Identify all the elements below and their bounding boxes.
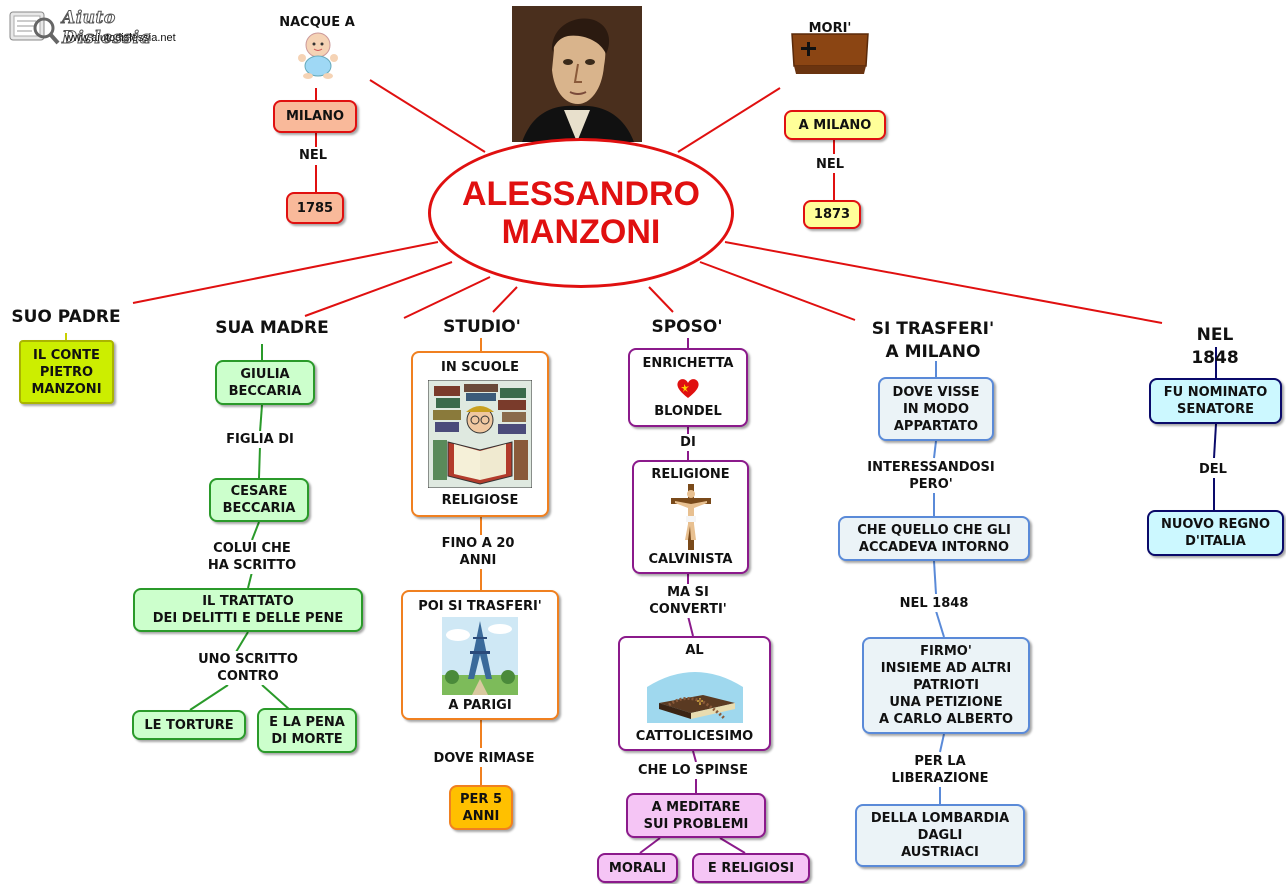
death-link: NEL [815,156,845,173]
books-reader-icon [428,380,532,488]
spouse-link-3: CHE LO SPINSE [637,762,749,779]
mother-box[interactable]: GIULIA BECCARIA [215,360,315,405]
birth-year: 1785 [296,200,334,216]
birth-label: NACQUE A [279,14,355,31]
moved-link-3: PER LA LIBERAZIONE [891,753,989,787]
portrait-icon [512,6,642,142]
paris-city: A PARIGI [448,698,512,713]
moved-link-1: INTERESSANDOSI PERO' [867,459,995,493]
center-title-2: MANZONI [501,213,661,251]
heart-icon [677,378,699,398]
bible-rosary-icon [646,671,743,723]
study-link-1: FINO A 20 ANNI [441,535,515,569]
paris-move: POI SI TRASFERI' [418,599,542,614]
catholic-top: AL [685,643,704,658]
center-title-1: ALESSANDRO [461,175,701,213]
death-year: 1873 [813,207,851,222]
spouse-head: SPOSO' [651,317,723,337]
treatise-title: IL TRATTATO DEI DELITTI E DELLE PENE [152,594,344,626]
y1848-head: NEL 1848 [1191,325,1239,368]
religion-box[interactable]: RELIGIONE CALVINISTA [632,460,749,574]
spouse-last: BLONDEL [654,404,722,419]
mother-head: SUA MADRE [215,318,329,338]
moved-box-1[interactable]: DOVE VISSE IN MODO APPARTATO [878,377,994,441]
death-place-box[interactable]: A MILANO [784,110,886,140]
cesare-name: CESARE BECCARIA [222,484,296,516]
death-penalty-label: E LA PENA DI MORTE [269,714,345,747]
moved-box-3[interactable]: FIRMO' INSIEME AD ALTRI PATRIOTI UNA PET… [862,637,1030,734]
logo-url: www.aiutodislessia.net [65,32,176,44]
father-name: IL CONTE PIETRO MANZONI [31,347,102,397]
logo[interactable]: Aiuto Dislessia www.aiutodislessia.net [8,6,193,50]
eiffel-tower-icon [442,617,518,695]
logo-icon [9,11,60,45]
moved-text-3: FIRMO' INSIEME AD ALTRI PATRIOTI UNA PET… [878,644,1014,727]
death-label: MORI' [808,20,852,37]
study-link-2: DOVE RIMASE [433,750,535,767]
moved-box-2[interactable]: CHE QUELLO CHE GLI ACCADEVA INTORNO [838,516,1030,561]
five-years-box[interactable]: PER 5 ANNI [449,785,513,830]
catholic-box[interactable]: AL CATTOLICESIMO [618,636,771,751]
baby-icon [298,32,338,79]
birth-link: NEL [298,147,328,164]
center-node[interactable]: ALESSANDRO MANZONI [428,138,734,288]
cesare-box[interactable]: CESARE BECCARIA [209,478,309,522]
senator-label: FU NOMINATO SENATORE [1163,385,1268,417]
kingdom-label: NUOVO REGNO D'ITALIA [1160,517,1271,549]
mother-name: GIULIA BECCARIA [228,366,302,399]
logo-name: Aiuto Dislessia [62,8,152,49]
study-head: STUDIO' [443,317,521,337]
coffin-icon [791,33,869,74]
meditate-box[interactable]: A MEDITARE SUI PROBLEMI [626,793,766,838]
religious-box[interactable]: E RELIGIOSI [692,853,810,883]
spouse-link-2: MA SI CONVERTI' [649,584,727,618]
mother-link-2: COLUI CHE HA SCRITTO [207,540,297,574]
y1848-link: DEL [1199,461,1227,478]
birth-year-box[interactable]: 1785 [286,192,344,224]
moral-label: MORALI [608,860,667,876]
mother-link-3: UNO SCRITTO CONTRO [198,651,298,685]
moved-text-2: CHE QUELLO CHE GLI ACCADEVA INTORNO [857,522,1011,555]
moved-text-4: DELLA LOMBARDIA DAGLI AUSTRIACI [870,811,1010,860]
religious-label: E RELIGIOSI [707,860,795,876]
moral-box[interactable]: MORALI [597,853,678,883]
moved-head: SI TRASFERI' A MILANO [871,319,995,362]
death-place: A MILANO [798,117,872,133]
crucifix-icon [670,484,711,550]
spouse-box[interactable]: ENRICHETTA BLONDEL [628,348,748,427]
study-box[interactable]: IN SCUOLE RELIGIOSE [411,351,549,517]
father-box[interactable]: IL CONTE PIETRO MANZONI [19,340,114,404]
birth-place-box[interactable]: MILANO [273,100,357,133]
meditate-label: A MEDITARE SUI PROBLEMI [643,799,749,832]
spouse-first: ENRICHETTA [642,356,734,371]
death-penalty-box[interactable]: E LA PENA DI MORTE [257,708,357,753]
tortures-label: LE TORTURE [144,717,234,733]
birth-place: MILANO [285,109,345,124]
tortures-box[interactable]: LE TORTURE [132,710,246,740]
mother-link-1: FIGLIA DI [226,431,294,448]
kingdom-box[interactable]: NUOVO REGNO D'ITALIA [1147,510,1284,556]
five-years: PER 5 ANNI [460,791,502,824]
catholic-bottom: CATTOLICESIMO [635,729,754,744]
religion-top: RELIGIONE [651,467,730,482]
religion-bottom: CALVINISTA [648,552,733,567]
senator-box[interactable]: FU NOMINATO SENATORE [1149,378,1282,424]
spouse-link-1: DI [680,434,696,451]
paris-box[interactable]: POI SI TRASFERI' A PARIGI [401,590,559,720]
study-bottom: RELIGIOSE [441,493,519,508]
death-year-box[interactable]: 1873 [803,200,861,229]
moved-box-4[interactable]: DELLA LOMBARDIA DAGLI AUSTRIACI [855,804,1025,867]
moved-link-2: NEL 1848 [899,595,969,612]
father-head: SUO PADRE [11,307,121,327]
treatise-box[interactable]: IL TRATTATO DEI DELITTI E DELLE PENE [133,588,363,632]
moved-text-1: DOVE VISSE IN MODO APPARTATO [892,384,980,434]
study-top: IN SCUOLE [441,360,519,375]
